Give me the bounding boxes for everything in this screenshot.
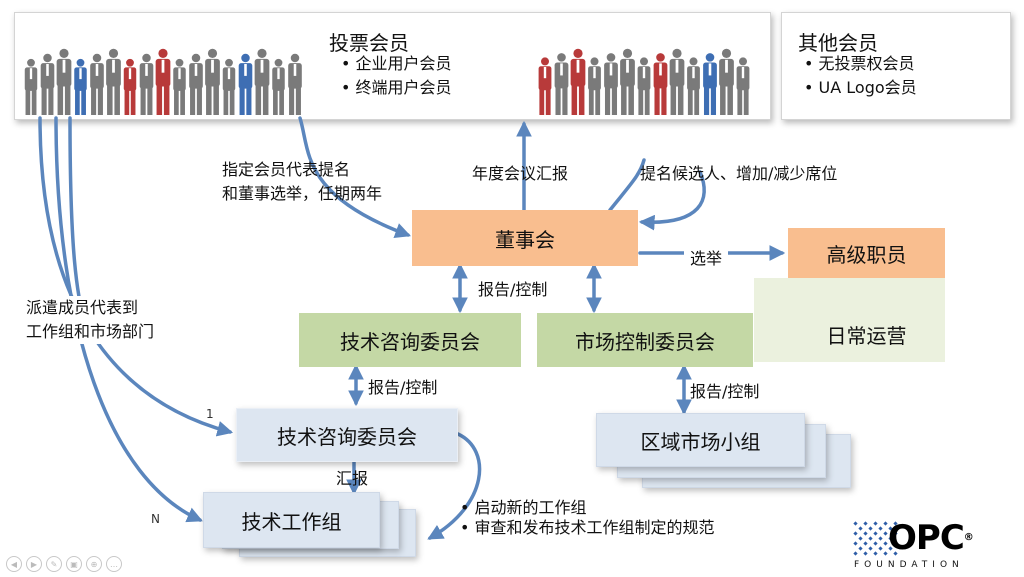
nominate-label-line: 和董事选举，任期两年: [222, 184, 383, 203]
candidates-arrow: [608, 158, 646, 212]
market-committee-box: 市场控制委员会: [537, 313, 753, 367]
logo-dot-grid: [853, 521, 898, 556]
nominate-label-line: 指定会员代表提名: [222, 160, 351, 179]
voting-members-figures-left: [24, 48, 302, 115]
other-members-title: 其他会员: [798, 31, 878, 55]
tech-workgroup-box: 技术工作组: [203, 492, 380, 548]
nominate-label: 指定会员代表提名 和董事选举，任期两年: [222, 158, 382, 206]
prev-slide-icon[interactable]: ◀: [6, 556, 22, 572]
logo-mark: OPC: [888, 518, 965, 558]
task-item: 审查和发布技术工作组制定的规范: [460, 518, 715, 538]
other-members-panel: 其他会员 无投票权会员 UA Logo会员: [781, 12, 1011, 120]
more-icon[interactable]: …: [106, 556, 122, 572]
slide-toolbar: ◀ ▶ ✎ ▣ ⊕ …: [6, 556, 122, 572]
elect-label: 选举: [684, 247, 729, 271]
dispatch-label: 派遣成员代表到 工作组和市场部门: [26, 296, 155, 344]
cardinality-one-label: 1: [206, 407, 214, 421]
cardinality-n-label: N: [151, 512, 160, 526]
task-item: 启动新的工作组: [460, 498, 715, 518]
board-box: 董事会: [412, 210, 638, 266]
voting-member-item: 终端用户会员: [341, 76, 452, 100]
report-control-label: 报告/控制: [368, 378, 438, 397]
candidates-label: 提名候选人、增加/减少席位: [640, 164, 838, 183]
other-member-item: 无投票权会员: [804, 52, 915, 76]
report-control-label: 报告/控制: [478, 280, 548, 299]
annual-report-label: 年度会议汇报: [472, 164, 569, 183]
dispatch-label-line: 派遣成员代表到: [26, 298, 139, 317]
slides-icon[interactable]: ▣: [66, 556, 82, 572]
dispatch-label-line: 工作组和市场部门: [26, 322, 155, 341]
daily-operations-label: 日常运营: [826, 323, 907, 348]
tasks-list: 启动新的工作组 审查和发布技术工作组制定的规范: [460, 498, 715, 538]
dispatch-arrow-1: [38, 116, 234, 437]
logo-registered: ®: [963, 532, 974, 543]
daily-operations-area: [754, 278, 945, 362]
region-market-box: 区域市场小组: [596, 413, 805, 467]
other-member-item: UA Logo会员: [804, 76, 917, 100]
pen-icon[interactable]: ✎: [46, 556, 62, 572]
opc-foundation-logo: OPC® FOUNDATION: [852, 518, 1020, 574]
logo-tagline: FOUNDATION: [854, 560, 964, 570]
next-slide-icon[interactable]: ▶: [26, 556, 42, 572]
tech-committee-box: 技术咨询委员会: [299, 313, 521, 367]
tech-committee-box-2: 技术咨询委员会: [236, 408, 458, 462]
summary-label: 汇报: [336, 469, 369, 488]
voting-members-title: 投票会员: [329, 31, 409, 55]
officers-box: 高级职员: [788, 228, 945, 278]
voting-member-item: 企业用户会员: [341, 52, 452, 76]
voting-members-figures-right: [538, 48, 750, 115]
voting-members-panel: 投票会员 企业用户会员 终端用户会员: [14, 12, 771, 120]
zoom-icon[interactable]: ⊕: [86, 556, 102, 572]
report-control-label: 报告/控制: [690, 382, 760, 401]
